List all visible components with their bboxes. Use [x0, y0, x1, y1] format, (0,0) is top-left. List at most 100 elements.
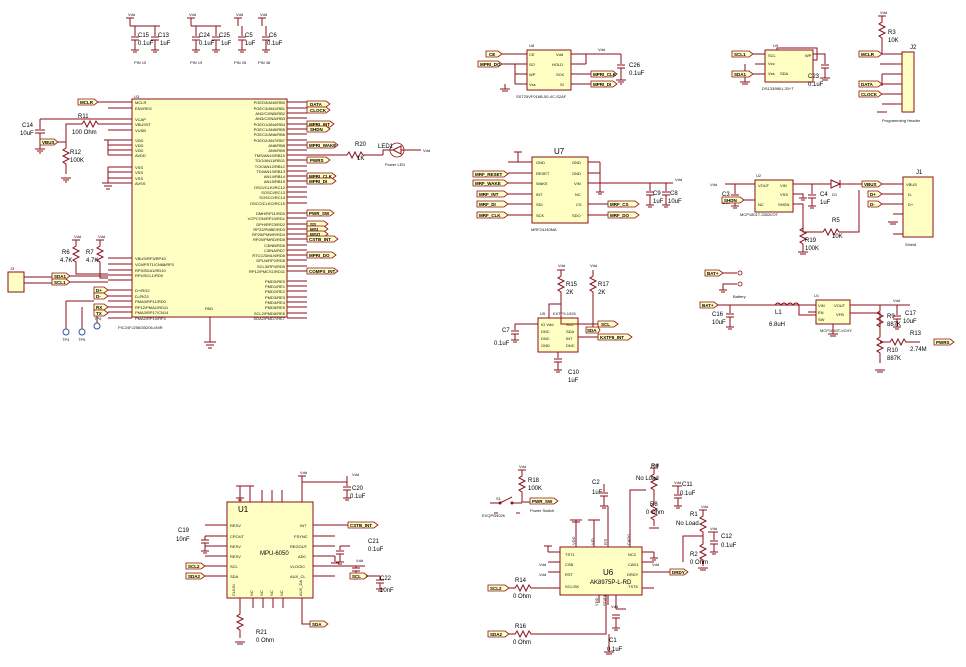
schematic-label: VBUS [864, 182, 877, 187]
schematic-label: Vdd [519, 464, 526, 469]
mcu-net-clock: CLOCK [306, 106, 331, 114]
net-flag [93, 292, 109, 300]
schematic-label: TCK/AN12/RB12 [255, 164, 286, 169]
schematic-label: PIN 10 [134, 60, 147, 65]
schematic-label: RP3/SDA1/RD10 [135, 268, 166, 273]
schematic-label: MCLR [80, 100, 94, 105]
net-flag [858, 90, 883, 98]
net-flag [858, 50, 883, 58]
accel-net-sda: SDA [585, 326, 601, 334]
wire [366, 575, 384, 592]
schematic-label: Vcc [768, 61, 775, 66]
schematic-label: C12 [721, 534, 733, 540]
schematic-label: U2 [756, 173, 762, 178]
net-flag [590, 80, 618, 88]
flash-chip [526, 49, 572, 91]
schematic-label: AD0 [298, 554, 307, 559]
net-flag [349, 572, 369, 580]
schematic-label: C15 [138, 33, 150, 39]
wire [798, 212, 808, 255]
usb-net-vbus: VBUS [861, 180, 883, 188]
wire [875, 305, 885, 373]
schematic-label: Vdd [611, 604, 618, 609]
net-flag [306, 209, 335, 217]
schematic-label: PIN 38 [258, 60, 271, 65]
wire [642, 551, 670, 589]
schematic-label: VCPCON/RP24/RD1 [248, 216, 286, 221]
schematic-label: PAD [205, 306, 213, 311]
wire [151, 26, 159, 53]
schematic-label: R19 [805, 238, 817, 244]
schematic-label: SS [310, 222, 316, 227]
wire [616, 54, 626, 85]
schematic-label: 10nF [176, 537, 190, 543]
schematic-label: PIC24FJ256GB206-I/MR [118, 325, 163, 330]
boost-net-bat-plus-2: BAT+ [699, 301, 719, 309]
schematic-label: CLOCK [310, 108, 327, 113]
schematic-label: Vdd [74, 234, 81, 239]
rtc-chip [764, 49, 814, 83]
schematic-label: Vdd [300, 470, 307, 475]
schematic-label: SCL2 [490, 586, 502, 591]
schematic-label: 10uF [20, 131, 34, 137]
schematic-label: KXTF9_INT [600, 335, 624, 340]
schematic-label: R10 [887, 348, 899, 354]
wire [498, 501, 502, 505]
schematic-label: RESV [230, 523, 241, 528]
schematic-label: D-/RG3 [135, 294, 149, 299]
schematic-label: SDA2 [490, 632, 503, 637]
decoupling-group: Vdd Vdd Vdd Vdd C15 0.1uF C13 1uF C24 0.… [126, 12, 283, 65]
schematic-label: C5 [245, 33, 253, 39]
schematic-label: C7 [502, 328, 510, 334]
accel-net-scl: SCL [597, 320, 619, 328]
schematic-label: SHDN [310, 127, 323, 132]
schematic-label: VID [590, 538, 595, 545]
schematic-label: SDA [230, 574, 239, 579]
wire [252, 598, 310, 625]
imu-net-cstb-int: CSTB_INT [347, 521, 379, 529]
schematic-label: VDD [571, 536, 576, 545]
radio-net-mrf-cs: MRF_CS [607, 200, 640, 208]
mcu-net-tx: TX [93, 309, 109, 317]
wire [774, 302, 800, 306]
schematic-label: R12 [70, 150, 82, 156]
mcu-net-pwrs: PWRS [306, 156, 331, 164]
schematic-label: AN14/RB14 [264, 174, 286, 179]
schematic-label: TDO/AN11/RB11 [255, 158, 286, 163]
schematic-label: MPRI_DI [593, 82, 611, 87]
wire [544, 545, 560, 589]
schematic-label: MPRI_DI [309, 179, 327, 184]
schematic-label: AVSS [135, 181, 146, 186]
wire [336, 545, 350, 565]
schematic-label: AN2/C2INB/RB2 [255, 111, 285, 116]
wire [58, 123, 76, 143]
schematic-label: C3INB/RD6 [264, 243, 286, 248]
rtc-net-scl1: SCL1 [731, 50, 754, 58]
net-flag [607, 200, 640, 208]
net-flag [721, 196, 745, 204]
schematic-label: U1 [814, 293, 820, 298]
schematic-label: PIN 19 [190, 60, 203, 65]
schematic-label: MRF_INT [479, 192, 499, 197]
schematic-label: SOSCO/RC14 [259, 195, 286, 200]
flash-net-mpri-di: MPRI_DI [590, 80, 618, 88]
net-flag [731, 70, 754, 78]
schematic-label: D1 [832, 192, 838, 197]
radio-net-mrf-int: MRF_INT [476, 190, 509, 198]
schematic-label: DNC [541, 329, 550, 334]
schematic-label: 10K [832, 234, 843, 240]
mcu-net-rx: RX [93, 303, 109, 311]
schematic-label: Power Switch [530, 508, 554, 513]
schematic-label: SO [529, 62, 535, 67]
schematic-label: TMS/AN10/RB10 [254, 153, 285, 158]
wire [509, 595, 607, 639]
net-flag [731, 50, 754, 58]
schematic-label: CPOUT [230, 534, 245, 539]
wire [126, 17, 266, 26]
wire [672, 485, 682, 509]
schematic-label: 10K [888, 38, 899, 44]
net-flag [861, 180, 883, 188]
schematic-label: C10 [568, 370, 580, 376]
